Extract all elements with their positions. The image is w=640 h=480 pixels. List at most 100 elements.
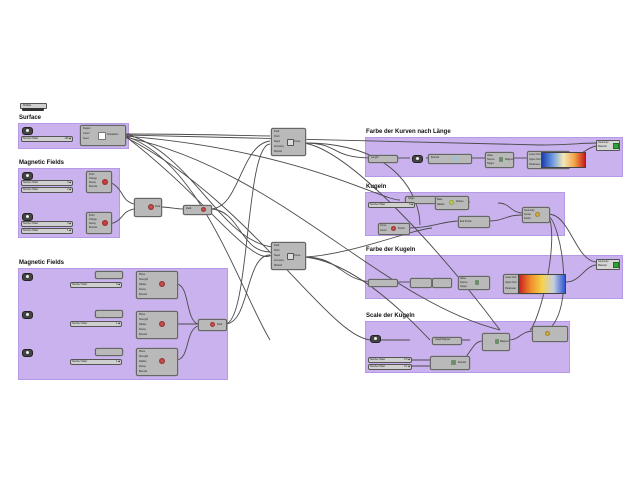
- scale-in-2: Center: [524, 213, 532, 216]
- wire: [124, 135, 271, 341]
- spin1-in-3: Radius: [139, 283, 147, 286]
- kugeln-color-bounds[interactable]: [410, 278, 432, 288]
- slider-label: Number Slider: [370, 357, 386, 361]
- field-line-1[interactable]: Field Point Steps Accuracy Method Curve: [271, 128, 306, 156]
- bounds-component[interactable]: Bounds: [428, 154, 472, 164]
- multiple-badge[interactable]: Multiple: [20, 103, 47, 112]
- slider-value: 0 ◆: [67, 180, 71, 184]
- wire: [109, 208, 135, 225]
- surface-toggle[interactable]: [22, 127, 33, 135]
- merge-fields-2[interactable]: Field: [198, 319, 227, 331]
- group-title-magnetic-fields-1: Magnetic Fields: [19, 160, 65, 166]
- pc2-in-3: Decay: [89, 222, 96, 225]
- remap2-in-3: Target: [460, 285, 467, 288]
- mf1-slider-1[interactable]: Number Slider 0 ◆: [21, 180, 73, 186]
- scale-remap[interactable]: Mapped: [482, 333, 510, 351]
- gradient-preview-2[interactable]: [518, 274, 566, 294]
- mf1-toggle-2[interactable]: [22, 213, 33, 221]
- mf2-toggle-3[interactable]: [22, 349, 33, 357]
- fl1-output: Curve: [294, 140, 301, 143]
- spin1-in-5: Bounds: [139, 293, 148, 296]
- kugeln-divide[interactable]: Curve Count Points: [378, 223, 410, 235]
- kugeln-sphere[interactable]: Base Radius Sphere: [435, 196, 469, 210]
- slider-value: 0 ◆: [409, 202, 413, 206]
- surface-slider[interactable]: Number Slider 100 ◆: [21, 136, 73, 142]
- scale-slider-2[interactable]: Number Slider 0.1 ◆: [368, 364, 412, 370]
- remap1-output: Mapped: [505, 158, 514, 161]
- slider-value: 1 ◆: [116, 359, 120, 363]
- mf1-slider-3[interactable]: Number Slider 0 ◆: [21, 221, 73, 227]
- mf2-slider-1[interactable]: Number Slider 0 ◆: [70, 282, 122, 288]
- mf2-toggle-2[interactable]: [22, 311, 33, 319]
- kugeln-endpoints[interactable]: End Points: [458, 216, 490, 228]
- mf2-plane-3[interactable]: [95, 348, 123, 356]
- point-charge-2[interactable]: Point Charge Decay Bounds: [86, 212, 112, 234]
- group-farbe-kugeln[interactable]: [365, 255, 623, 299]
- preview-component-1[interactable]: Geometry Material: [596, 140, 620, 151]
- populate-icon: [98, 132, 106, 140]
- prev2-in-2: Material: [598, 264, 607, 267]
- preview-component-2[interactable]: Geometry Material: [596, 259, 620, 270]
- kugeln-slider[interactable]: Number Slider 0 ◆: [368, 202, 415, 208]
- wire: [124, 133, 271, 137]
- spin3-in-1: Plane: [139, 350, 146, 353]
- spin2-in-5: Bounds: [139, 333, 148, 336]
- badge-bottom: [22, 108, 44, 111]
- magnet-icon: [102, 220, 108, 226]
- merge-fields-1[interactable]: Field: [134, 198, 162, 217]
- slider-value: 0 ◆: [116, 282, 120, 286]
- scale-factor[interactable]: [532, 326, 568, 342]
- wire: [303, 227, 433, 258]
- kugeln-scale[interactable]: Geometry Center Factor: [522, 207, 550, 223]
- mf2-slider-3[interactable]: Number Slider 1 ◆: [70, 359, 122, 365]
- spin3-in-3: Radius: [139, 360, 147, 363]
- scale-slider-1[interactable]: Number Slider 0.5 ◆: [368, 357, 412, 363]
- remap2-in-2: Source: [460, 281, 468, 284]
- construct-domain[interactable]: Domain: [430, 356, 470, 370]
- slider-label: Number Slider: [23, 187, 39, 191]
- sphere-in-1: Base: [437, 198, 443, 201]
- spin2-in-1: Plane: [139, 313, 146, 316]
- slider-value: 2 ◆: [67, 187, 71, 191]
- remap1-in-2: Source: [487, 158, 495, 161]
- populate-input-3: Seed: [83, 137, 89, 140]
- mf2-slider-2[interactable]: Number Slider 1 ◆: [70, 321, 122, 327]
- wire: [224, 254, 271, 325]
- remap-2[interactable]: Value Source Target: [458, 276, 490, 290]
- merge-icon: [210, 322, 215, 327]
- kugeln-color-input[interactable]: [368, 279, 398, 287]
- wire: [497, 202, 523, 214]
- spin-force-2[interactable]: Plane Strength Radius Decay Bounds: [136, 311, 178, 339]
- field-display[interactable]: Field: [183, 205, 212, 215]
- remap-1[interactable]: Value Source Target Mapped: [485, 152, 514, 168]
- curve-length-input[interactable]: Length: [368, 155, 398, 163]
- prev1-in-2: Material: [598, 145, 607, 148]
- slider-label: Number Slider: [370, 202, 386, 206]
- mf2-plane-2[interactable]: [95, 310, 123, 318]
- spin-force-3[interactable]: Plane Strength Radius Decay Bounds: [136, 348, 178, 376]
- mf1-toggle-1[interactable]: [22, 172, 33, 180]
- mf2-plane-1[interactable]: [95, 271, 123, 279]
- populate-component[interactable]: Region Count Seed Population: [80, 125, 126, 146]
- kurven-toggle[interactable]: [412, 155, 423, 163]
- bounds-icon: [453, 156, 458, 161]
- mf1-slider-2[interactable]: Number Slider 2 ◆: [21, 187, 73, 193]
- slider-label: Number Slider: [23, 136, 39, 140]
- mf2-toggle-1[interactable]: [22, 273, 33, 281]
- grad1-in-1: Lower limit: [529, 153, 541, 156]
- pc1-in-3: Decay: [89, 181, 96, 184]
- scale-toggle[interactable]: [370, 335, 381, 343]
- field-line-icon: [287, 139, 294, 146]
- group-title-farbe-kurven: Farbe der Kurven nach Länge: [366, 129, 451, 135]
- spin3-in-2: Strength: [139, 355, 149, 358]
- kugeln-color-mid[interactable]: [432, 278, 452, 288]
- spin-force-1[interactable]: Plane Strength Radius Decay Bounds: [136, 271, 178, 299]
- point-charge-1[interactable]: Point Charge Decay Bounds: [86, 171, 112, 193]
- mf1-slider-4[interactable]: Number Slider 1 ◆: [21, 228, 73, 234]
- field-line-2[interactable]: Field Point Steps Accuracy Method Curve: [271, 242, 306, 270]
- wire: [303, 142, 501, 331]
- slider-value: 1 ◆: [67, 228, 71, 232]
- scale-graph-mapper[interactable]: Graph Mapper: [432, 337, 462, 345]
- gradient-preview-1[interactable]: [541, 152, 586, 168]
